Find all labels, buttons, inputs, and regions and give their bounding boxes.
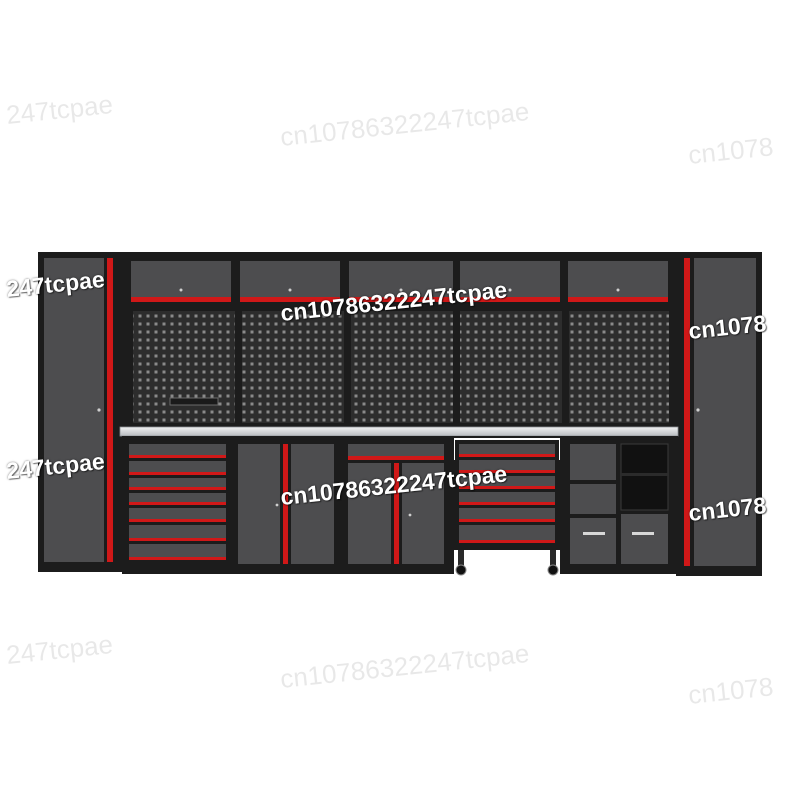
drawer-unit-left <box>126 440 229 570</box>
left-tall-cabinet <box>38 252 124 572</box>
double-door-cabinet-1 <box>234 440 338 570</box>
rolling-tool-cart <box>454 438 560 576</box>
stainless-worktop <box>119 426 679 437</box>
wall-cabinets <box>131 261 668 302</box>
double-door-cabinet-2 <box>344 440 448 570</box>
drawer-cabinet-right <box>565 440 673 572</box>
right-tall-cabinet <box>676 252 762 576</box>
pegboard-panels <box>129 308 671 426</box>
